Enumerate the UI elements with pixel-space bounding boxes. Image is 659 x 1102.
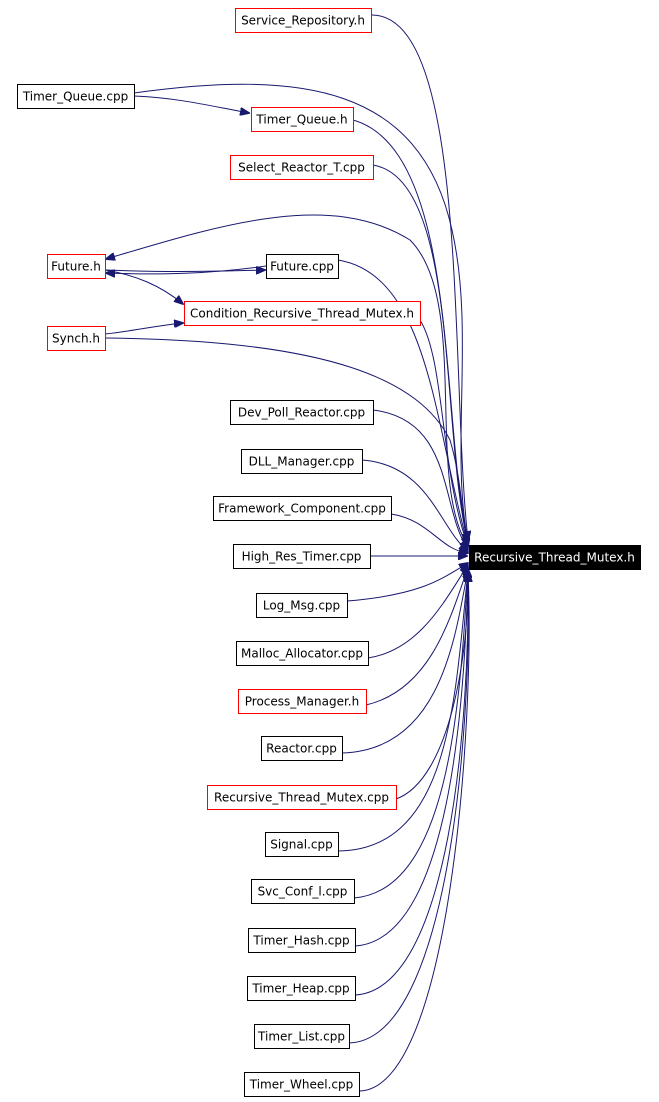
edge-future-cpp-to-recursive-thread-mutex-h <box>337 259 468 545</box>
node-label: Recursive_Thread_Mutex.cpp <box>214 791 389 805</box>
edge-timer-hash-cpp-to-recursive-thread-mutex-h <box>354 572 468 947</box>
node-label: Log_Msg.cpp <box>263 599 340 613</box>
node-reactor-cpp[interactable]: Reactor.cpp <box>261 736 343 761</box>
edge-condition-recursive-thread-mutex-h-to-recursive-thread-mutex-h <box>419 319 468 546</box>
edge-synch-h-to-recursive-thread-mutex-h <box>104 337 468 547</box>
node-label: Svc_Conf_l.cpp <box>258 885 348 899</box>
node-label: DLL_Manager.cpp <box>249 455 355 469</box>
node-timer-queue-h[interactable]: Timer_Queue.h <box>251 107 354 132</box>
node-box <box>265 832 339 857</box>
node-box <box>236 641 369 666</box>
edge-log-msg-cpp-to-recursive-thread-mutex-h <box>346 563 468 602</box>
node-box <box>235 8 372 33</box>
node-recursive-thread-mutex-cpp[interactable]: Recursive_Thread_Mutex.cpp <box>207 785 397 810</box>
edge-timer-wheel-cpp-to-recursive-thread-mutex-h <box>358 573 469 1092</box>
dependency-edges <box>104 14 469 1092</box>
node-signal-cpp[interactable]: Signal.cpp <box>265 832 339 857</box>
edge-future-h-to-future-cpp <box>104 270 265 272</box>
node-label: Service_Repository.h <box>241 14 365 28</box>
node-box <box>261 736 343 761</box>
node-box <box>233 544 371 569</box>
node-box <box>17 84 135 109</box>
node-label: Timer_Heap.cpp <box>251 982 349 996</box>
node-condition-recursive-thread-mutex-h[interactable]: Condition_Recursive_Thread_Mutex.h <box>184 301 421 326</box>
node-timer-hash-cpp[interactable]: Timer_Hash.cpp <box>248 928 356 953</box>
node-dev-poll-reactor-cpp[interactable]: Dev_Poll_Reactor.cpp <box>230 400 374 425</box>
node-label: Condition_Recursive_Thread_Mutex.h <box>190 307 414 321</box>
node-select-reactor-t-cpp[interactable]: Select_Reactor_T.cpp <box>230 155 374 180</box>
edge-reactor-cpp-to-recursive-thread-mutex-h <box>341 569 468 754</box>
edge-select-reactor-t-cpp-to-recursive-thread-mutex-h <box>372 164 468 543</box>
node-malloc-allocator-cpp[interactable]: Malloc_Allocator.cpp <box>236 641 369 666</box>
node-label: Framework_Component.cpp <box>218 502 386 516</box>
node-box <box>256 593 348 618</box>
node-log-msg-cpp[interactable]: Log_Msg.cpp <box>256 593 348 618</box>
node-box <box>47 326 106 351</box>
node-label: Select_Reactor_T.cpp <box>238 161 365 175</box>
edge-dll-manager-cpp-to-recursive-thread-mutex-h <box>361 459 468 551</box>
node-future-h[interactable]: Future.h <box>47 254 106 279</box>
node-timer-heap-cpp[interactable]: Timer_Heap.cpp <box>247 976 356 1001</box>
node-process-manager-h[interactable]: Process_Manager.h <box>238 689 367 714</box>
file-nodes: Service_Repository.hTimer_Queue.cppTimer… <box>17 8 641 1097</box>
node-box <box>254 1024 350 1049</box>
node-high-res-timer-cpp[interactable]: High_Res_Timer.cpp <box>233 544 371 569</box>
edge-malloc-allocator-cpp-to-recursive-thread-mutex-h <box>367 565 468 659</box>
node-label: Timer_Queue.cpp <box>22 90 128 104</box>
edge-timer-list-cpp-to-recursive-thread-mutex-h <box>348 573 468 1044</box>
edge-service-repository-h-to-recursive-thread-mutex-h <box>371 14 468 540</box>
node-recursive-thread-mutex-h: Recursive_Thread_Mutex.h <box>469 545 641 570</box>
node-box <box>266 254 339 279</box>
node-box <box>213 496 392 521</box>
node-box <box>230 400 374 425</box>
node-box <box>207 785 397 810</box>
node-future-cpp[interactable]: Future.cpp <box>266 254 339 279</box>
edge-framework-component-cpp-to-recursive-thread-mutex-h <box>390 513 468 553</box>
edge-future-h-to-condition-recursive-thread-mutex-h <box>104 269 183 304</box>
edge-timer-queue-cpp-to-recursive-thread-mutex-h <box>133 83 468 542</box>
node-box <box>251 107 354 132</box>
node-box <box>238 689 367 714</box>
node-label: Future.h <box>51 260 101 274</box>
node-dll-manager-cpp[interactable]: DLL_Manager.cpp <box>241 449 363 474</box>
node-box <box>241 449 363 474</box>
node-label: Synch.h <box>52 332 100 346</box>
node-label: Process_Manager.h <box>245 695 359 709</box>
node-label: Reactor.cpp <box>266 742 337 756</box>
node-label: Recursive_Thread_Mutex.h <box>474 551 635 565</box>
node-box <box>47 254 106 279</box>
node-label: Future.cpp <box>270 260 334 274</box>
node-label: Timer_Hash.cpp <box>252 934 349 948</box>
node-label: High_Res_Timer.cpp <box>242 550 362 564</box>
node-label: Timer_Queue.h <box>255 113 347 127</box>
edge-process-manager-h-to-recursive-thread-mutex-h <box>365 567 468 706</box>
edge-dev-poll-reactor-cpp-to-recursive-thread-mutex-h <box>372 409 468 549</box>
edge-timer-heap-cpp-to-recursive-thread-mutex-h <box>354 572 468 996</box>
node-synch-h[interactable]: Synch.h <box>47 326 106 351</box>
edge-timer-queue-cpp-to-timer-queue-h <box>133 95 249 113</box>
node-label: Dev_Poll_Reactor.cpp <box>238 406 365 420</box>
edge-signal-cpp-to-recursive-thread-mutex-h <box>337 570 468 852</box>
node-box <box>247 976 356 1001</box>
node-svc-conf-l-cpp[interactable]: Svc_Conf_l.cpp <box>251 879 355 904</box>
node-box <box>184 301 421 326</box>
edge-svc-conf-l-cpp-to-recursive-thread-mutex-h <box>353 571 468 899</box>
node-timer-list-cpp[interactable]: Timer_List.cpp <box>254 1024 350 1049</box>
node-box <box>248 928 356 953</box>
node-label: Timer_List.cpp <box>257 1030 345 1044</box>
node-timer-queue-cpp[interactable]: Timer_Queue.cpp <box>17 84 135 109</box>
node-framework-component-cpp[interactable]: Framework_Component.cpp <box>213 496 392 521</box>
node-label: Signal.cpp <box>270 838 333 852</box>
edge-synch-h-to-condition-recursive-thread-mutex-h <box>104 323 183 335</box>
node-service-repository-h[interactable]: Service_Repository.h <box>235 8 372 33</box>
edge-future-cpp-to-future-h <box>106 265 267 274</box>
node-box <box>469 545 641 570</box>
node-label: Malloc_Allocator.cpp <box>241 647 363 661</box>
node-box <box>244 1072 360 1097</box>
node-box <box>230 155 374 180</box>
node-label: Timer_Wheel.cpp <box>249 1078 354 1092</box>
node-timer-wheel-cpp[interactable]: Timer_Wheel.cpp <box>244 1072 360 1097</box>
node-box <box>251 879 355 904</box>
